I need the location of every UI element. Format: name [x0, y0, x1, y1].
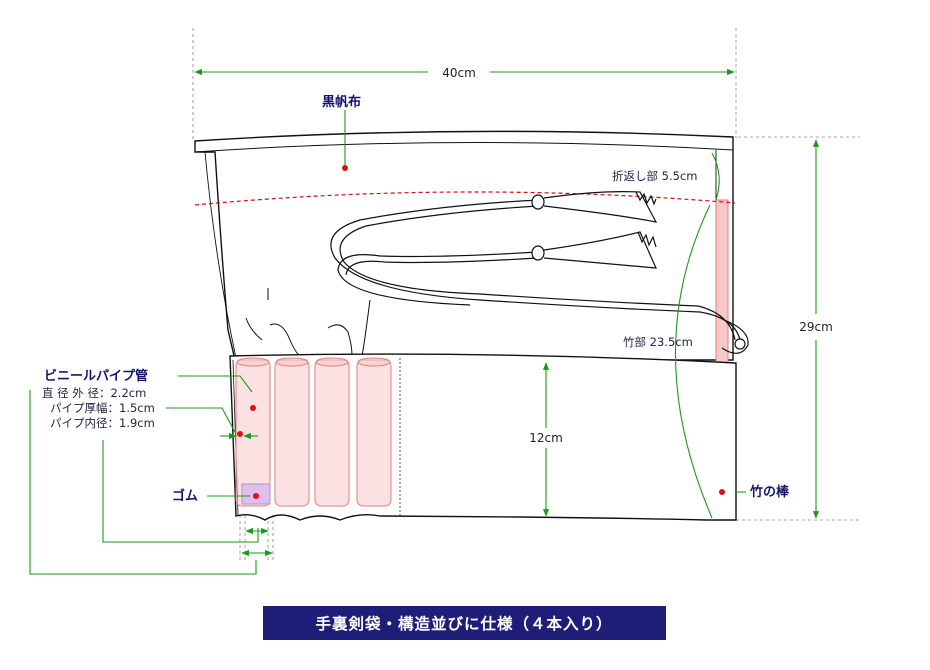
marker-dots: [237, 165, 725, 499]
extension-lines: [192, 28, 860, 562]
height-dimension: 29cm: [799, 320, 833, 334]
label-pipe-outer: 直 径 外 径：2.2cm: [42, 386, 146, 400]
label-pipe: ビニールパイプ管: [44, 368, 148, 384]
label-bamboo-rod: 竹の棒: [749, 484, 790, 500]
label-folded: 折返し部 5.5cm: [612, 169, 697, 183]
label-bamboo-part: 竹部 23.5cm: [623, 335, 693, 349]
vinyl-pipes: [235, 357, 392, 507]
fold-line: [194, 191, 736, 206]
label-pipe-inner: パイプ内径：1.9cm: [50, 416, 155, 430]
bag-body: [194, 130, 734, 361]
pocket-dimension: 12cm: [529, 431, 563, 445]
label-pipe-thick: パイプ厚幅：1.5cm: [50, 401, 155, 415]
title-banner: 手裏剣袋・構造並びに仕様（４本入り）: [263, 606, 666, 640]
cord-tassel: [330, 191, 749, 354]
label-rubber: ゴム: [172, 488, 198, 504]
width-dimension: 40cm: [442, 66, 476, 80]
diagram-title: 手裏剣袋・構造並びに仕様（４本入り）: [315, 614, 612, 633]
dimension-lines: [29, 68, 820, 575]
label-cloth: 黒帆布: [322, 94, 361, 110]
